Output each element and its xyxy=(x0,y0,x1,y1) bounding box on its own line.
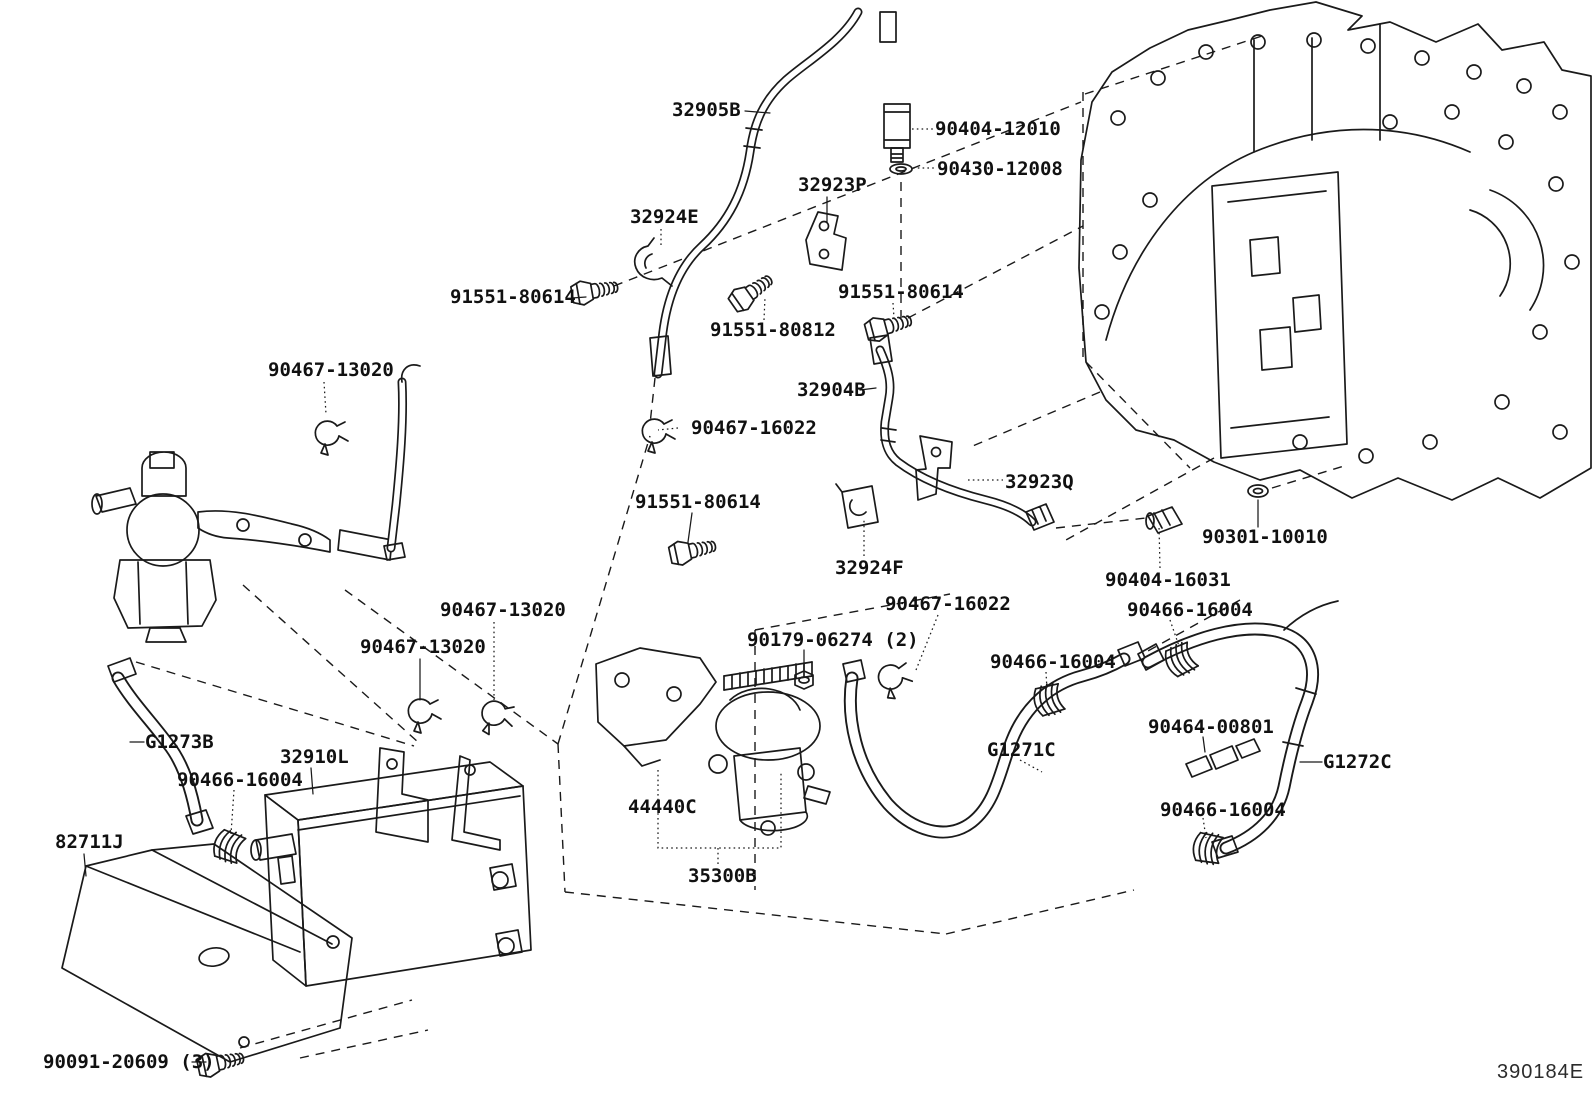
transmission-assembly-art xyxy=(1078,1,1592,501)
part-label-32924E: 32924E xyxy=(630,206,699,228)
part-label-90467-13020-a: 90467-13020 xyxy=(268,359,394,381)
heat-shield-82711J-art xyxy=(61,843,353,1063)
oil-cooler-pipe-32905B-art xyxy=(649,7,913,379)
part-label-35300B: 35300B xyxy=(688,865,757,887)
part-label-90466-16004-d: 90466-16004 xyxy=(1160,799,1286,821)
part-label-G1271C: G1271C xyxy=(987,739,1056,761)
part-label-90466-16004-b: 90466-16004 xyxy=(990,651,1116,673)
part-label-90430-12008: 90430-12008 xyxy=(937,158,1063,180)
pump-35300B-art xyxy=(595,647,831,836)
oil-cooler-32910L-art xyxy=(250,747,532,987)
part-label-90464-00801: 90464-00801 xyxy=(1148,716,1274,738)
part-label-G1272C: G1272C xyxy=(1323,751,1392,773)
part-label-32910L: 32910L xyxy=(280,746,349,768)
part-label-G1273B: G1273B xyxy=(145,731,214,753)
part-label-90091-20609: 90091-20609 (3) xyxy=(43,1051,215,1073)
part-label-90179-06274: 90179-06274 (2) xyxy=(747,629,919,651)
part-label-91551-80614-a: 91551-80614 xyxy=(450,286,576,308)
leader-lines xyxy=(83,110,1323,1063)
small-parts-art xyxy=(195,211,1269,1080)
part-label-90467-16022-a: 90467-16022 xyxy=(691,417,817,439)
part-label-91551-80812: 91551-80812 xyxy=(710,319,836,341)
part-label-91551-80614-c: 91551-80614 xyxy=(635,491,761,513)
part-label-91551-80614-b: 91551-80614 xyxy=(838,281,964,303)
hose-G1271C-art xyxy=(842,641,1146,839)
figure-code: 390184E xyxy=(1497,1061,1585,1083)
part-label-90466-16004-c: 90466-16004 xyxy=(177,769,303,791)
part-label-90404-12010: 90404-12010 xyxy=(935,118,1061,140)
part-label-90301-10010: 90301-10010 xyxy=(1202,526,1328,548)
part-label-90467-16022-b: 90467-16022 xyxy=(885,593,1011,615)
part-label-82711J: 82711J xyxy=(55,831,124,853)
hose-G1272C-art xyxy=(1137,600,1339,859)
part-label-90467-13020-c: 90467-13020 xyxy=(360,636,486,658)
part-label-90404-16031: 90404-16031 xyxy=(1105,569,1231,591)
part-label-90466-16004-a: 90466-16004 xyxy=(1127,599,1253,621)
part-label-32905B: 32905B xyxy=(672,99,741,121)
part-label-44440C: 44440C xyxy=(628,796,697,818)
part-label-90467-13020-b: 90467-13020 xyxy=(440,599,566,621)
part-label-32923Q: 32923Q xyxy=(1005,471,1074,493)
construction-dashed-lines xyxy=(135,35,1345,1059)
part-label-32924F: 32924F xyxy=(835,557,904,579)
bent-tube-art xyxy=(383,364,421,561)
oil-cooler-pipe-32904B-art xyxy=(869,334,1055,531)
water-pump-art xyxy=(91,451,393,643)
hose-G1273B-art xyxy=(107,657,214,835)
part-label-32904B: 32904B xyxy=(797,379,866,401)
part-label-32923P: 32923P xyxy=(798,174,867,196)
